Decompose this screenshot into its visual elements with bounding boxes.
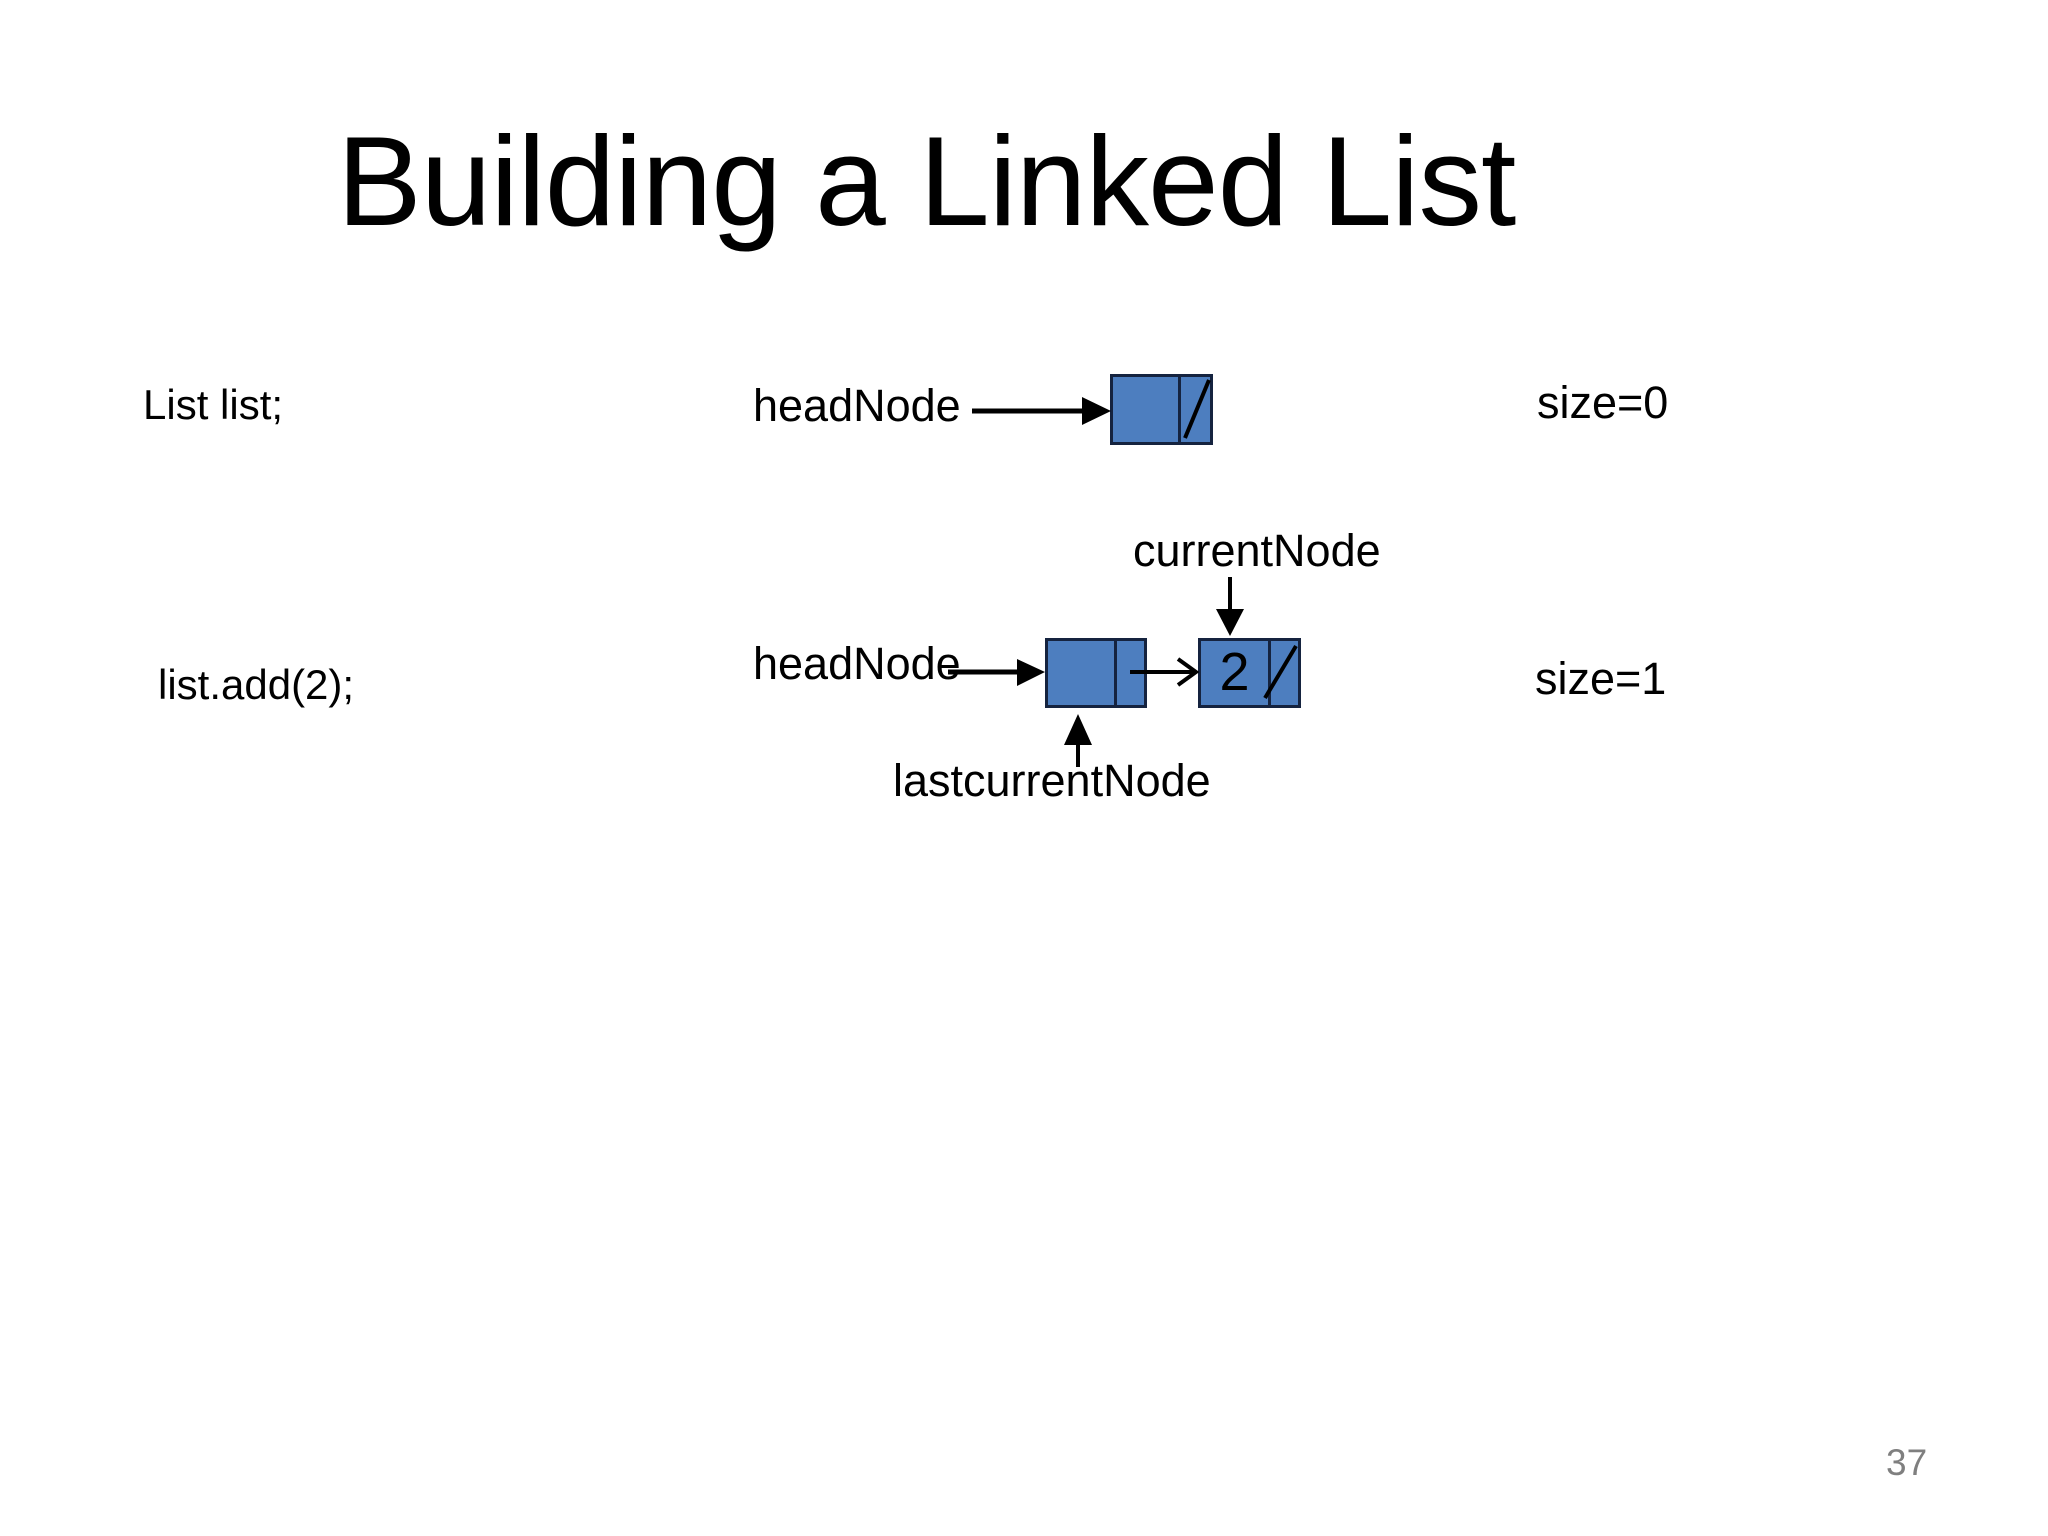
arrowhead-icon <box>1017 659 1045 686</box>
node-step2-dummy <box>1045 638 1147 708</box>
node-step1-dummy <box>1110 374 1213 445</box>
headnode-arrow-step1 <box>972 397 1111 425</box>
code-line-list-add: list.add(2); <box>158 661 355 708</box>
headnode-arrow-step2 <box>948 659 1045 686</box>
node-step1-data-cell <box>1113 377 1178 442</box>
node-step2-value: 2 <box>1198 638 1301 708</box>
arrowhead-icon <box>1082 397 1111 425</box>
currentnode-arrow <box>1216 577 1244 636</box>
node-step2-value-data-cell: 2 <box>1201 641 1268 705</box>
lastcurrentnode-label: lastcurrentNode <box>893 755 1211 806</box>
arrowhead-icon <box>1176 657 1200 687</box>
size-label-step1: size=0 <box>1537 377 1669 428</box>
arrowhead-icon <box>1216 609 1244 636</box>
node-step2-value-next-cell <box>1268 641 1298 705</box>
slide-title: Building a Linked List <box>337 110 1516 252</box>
node-step2-dummy-next-cell <box>1114 641 1144 705</box>
size-label-step2: size=1 <box>1535 653 1667 704</box>
code-line-list-declaration: List list; <box>143 381 284 428</box>
node-step1-next-cell <box>1178 377 1210 442</box>
node-value: 2 <box>1219 642 1250 702</box>
headnode-label-step1: headNode <box>753 380 961 431</box>
currentnode-label: currentNode <box>1133 525 1381 576</box>
page-number: 37 <box>1886 1442 1928 1483</box>
headnode-label-step2: headNode <box>753 638 961 689</box>
node-step2-dummy-data-cell <box>1048 641 1114 705</box>
arrowhead-icon <box>1064 714 1092 745</box>
